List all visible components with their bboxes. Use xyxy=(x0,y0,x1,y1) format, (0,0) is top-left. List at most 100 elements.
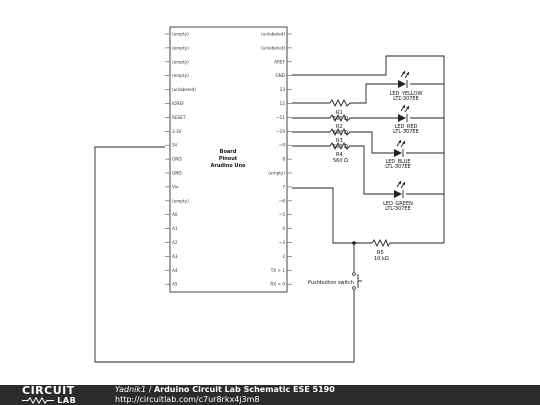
r2-value: 560 Ω xyxy=(333,130,348,136)
left-pin-label: IOREF xyxy=(172,101,185,106)
left-pin-label: A0 xyxy=(172,212,178,217)
wire-r3-out xyxy=(350,131,394,154)
r1-value: 560 Ω xyxy=(333,116,348,122)
left-pin-label: GND xyxy=(172,171,182,176)
left-pin-label: (unlabeled) xyxy=(172,87,196,92)
right-pin-label: RX < 0 xyxy=(270,282,285,287)
left-pin-label: (empty) xyxy=(172,198,189,203)
r4-label: R4 xyxy=(336,152,343,158)
left-pin: A2 xyxy=(165,240,178,245)
author-name[interactable]: Yadnik1 xyxy=(115,385,147,394)
right-pin: (unlabeled) xyxy=(261,32,292,37)
right-pin: (unlabeled) xyxy=(261,45,292,50)
pushbutton-switch xyxy=(352,272,362,290)
left-pin: (empty) xyxy=(165,59,189,64)
right-pin: 12 xyxy=(280,101,292,106)
logo-text-bottom: LAB xyxy=(57,396,77,405)
right-pin-label: ~5 xyxy=(279,212,286,217)
right-pin-label: ~3 xyxy=(279,240,286,245)
right-pin: 4 xyxy=(282,226,292,231)
right-pin: AREF xyxy=(274,59,292,64)
left-pin-label: A3 xyxy=(172,254,178,259)
right-pin-label: ~11 xyxy=(276,115,285,120)
right-pin: RX < 0 xyxy=(270,282,292,287)
right-pin-label: ~6 xyxy=(279,198,286,203)
left-pin-label: A4 xyxy=(172,268,178,273)
led-red-name: LED_RED xyxy=(395,124,418,130)
right-pin-label: 2 xyxy=(282,254,285,259)
led-green xyxy=(394,180,406,198)
schematic-title: Arduino Circuit Lab Schematic ESE 5190 xyxy=(153,385,335,394)
board-title-line2: Pinout xyxy=(219,156,238,162)
right-pin-label: (unlabeled) xyxy=(261,32,285,37)
logo-text-top: CIRCUIT xyxy=(22,384,75,397)
right-pin-label: ~9 xyxy=(279,143,286,148)
footer-text: Yadnik1 / Arduino Circuit Lab Schematic … xyxy=(115,385,335,405)
left-pin: (empty) xyxy=(165,32,189,37)
board-left-pins: (empty) (empty) (empty) (empty) (unlabeled) I… xyxy=(165,32,196,287)
left-pin: (unlabeled) xyxy=(165,87,196,92)
right-pin-label: 4 xyxy=(282,226,285,231)
right-pin-label: TX > 1 xyxy=(270,268,286,273)
right-pin-label: (unlabeled) xyxy=(261,45,285,50)
left-pin-label: A2 xyxy=(172,240,178,245)
r2-label: R2 xyxy=(336,124,343,130)
footer-bar: CIRCUIT LAB Yadnik1 / Arduino Circuit La… xyxy=(0,385,540,405)
left-pin-label: RESET xyxy=(172,115,186,120)
board-title-line3: Arudino Uno xyxy=(211,163,247,169)
led-green-name: LED_GREEN xyxy=(383,201,413,207)
left-pin-label: (empty) xyxy=(172,45,189,50)
left-pin-label: A1 xyxy=(172,226,178,231)
resistor-r3 xyxy=(329,127,351,137)
r3-value: 560 Ω xyxy=(333,144,348,150)
left-pin: Vin xyxy=(165,184,179,189)
r3-label: R3 xyxy=(336,138,343,144)
right-pin: 2 xyxy=(282,254,292,259)
right-pin: ~11 xyxy=(276,115,292,120)
wire-r4-out xyxy=(350,145,394,195)
left-pin: IOREF xyxy=(165,101,185,106)
right-pin: ~10 xyxy=(276,129,292,134)
led-red xyxy=(398,104,410,122)
resistor-r5 xyxy=(371,238,391,248)
schematic-diagram: Board Pinout Arudino Uno (empty)(empty)(… xyxy=(94,26,445,363)
left-pin-label: (empty) xyxy=(172,59,189,64)
led-blue-name: LED_BLUE xyxy=(385,159,410,165)
right-pin-label: GND xyxy=(275,73,285,78)
right-pin: TX > 1 xyxy=(270,268,292,273)
led-yellow-name: LED_YELLOW xyxy=(390,91,423,97)
r5-value: 10 kΩ xyxy=(374,256,389,262)
left-pin: A4 xyxy=(165,268,178,273)
left-pin-label: GND xyxy=(172,157,182,162)
right-pin: (empty) xyxy=(268,171,292,176)
r4-value: 560 Ω xyxy=(333,158,348,164)
right-pin: ~6 xyxy=(279,198,292,203)
led-green-part: LTL-307EE xyxy=(385,206,411,212)
right-pin: GND xyxy=(275,73,292,78)
board-title-line1: Board xyxy=(220,149,237,155)
left-pin-label: 3.3V xyxy=(172,129,182,134)
left-pin-label: A5 xyxy=(172,282,178,287)
led-yellow-part: LTL-307EE xyxy=(393,96,419,102)
board-right-pins: (unlabeled)(unlabeled)AREFGND1312~11~10~… xyxy=(261,32,292,287)
resistor-r1 xyxy=(329,98,351,108)
wire-pin7 xyxy=(292,187,372,244)
resistor-r4 xyxy=(329,141,351,151)
left-pin-label: 5V xyxy=(172,143,178,148)
junction-node xyxy=(352,241,356,245)
left-pin: (empty) xyxy=(165,45,189,50)
left-pin-label: Vin xyxy=(172,184,179,189)
arduino-board xyxy=(169,26,288,293)
r5-label: R5 xyxy=(377,250,384,256)
left-pin-label: (empty) xyxy=(172,73,189,78)
right-pin: ~9 xyxy=(279,143,292,148)
right-pin: 8 xyxy=(282,157,292,162)
schematic-url[interactable]: http://circuitlab.com/c7ur8rkx4j3m8 xyxy=(115,395,260,404)
left-pin: (empty) xyxy=(165,73,189,78)
led-red-part: LTL-307EE xyxy=(393,129,419,135)
switch-label: Pushbutton switch xyxy=(308,280,354,286)
left-pin: 3.3V xyxy=(165,129,182,134)
led-yellow xyxy=(398,70,410,88)
wire-r1-out xyxy=(350,83,398,104)
led-blue-part: LTL-307EE xyxy=(385,164,411,170)
